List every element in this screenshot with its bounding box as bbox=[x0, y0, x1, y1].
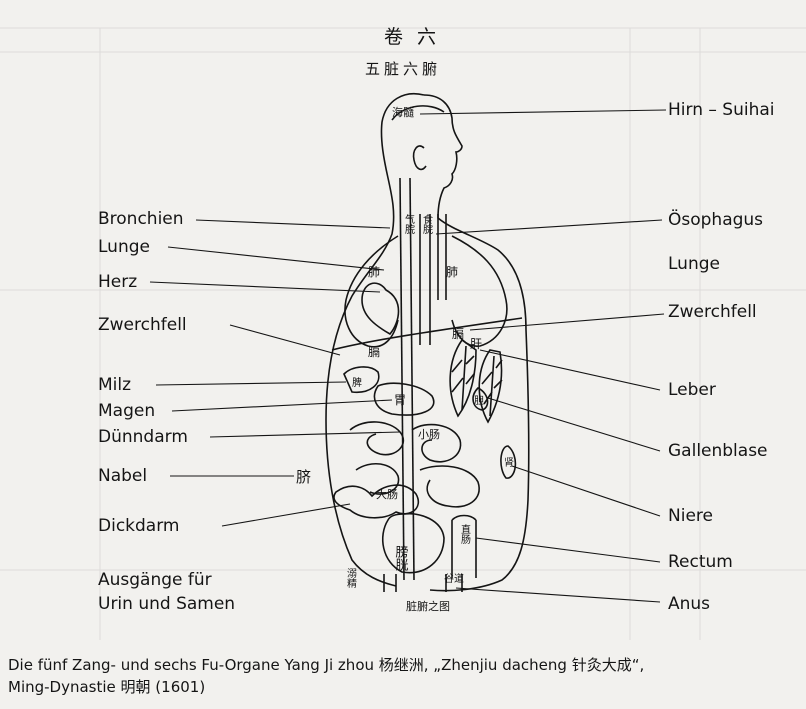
organ-char-kidney: 肾 bbox=[504, 457, 514, 469]
organ-char-esophagus: 食脘 bbox=[421, 213, 433, 235]
organ-char-lung-right: 肺 bbox=[446, 265, 458, 279]
label-hirn: Hirn – Suihai bbox=[668, 100, 774, 120]
organ-char-brain: 海髓 bbox=[392, 105, 414, 119]
caption-line-1: Die fünf Zang- und sechs Fu-Organe Yang … bbox=[8, 654, 798, 676]
caption-line-2: Ming-Dynastie 明朝 (1601) bbox=[8, 676, 798, 698]
label-zwerchfell-left: Zwerchfell bbox=[98, 315, 187, 335]
label-milz: Milz bbox=[98, 375, 131, 395]
organ-char-rectum: 直肠 bbox=[459, 523, 471, 545]
label-anus: Anus bbox=[668, 594, 710, 614]
label-lunge-right: Lunge bbox=[668, 254, 720, 274]
navel-char: 脐 bbox=[296, 468, 311, 486]
organ-char-urine-outlet: 溺精 bbox=[345, 568, 357, 589]
organ-char-lung-left: 肺 bbox=[368, 265, 380, 279]
organ-char-diaphragm-left: 膈 bbox=[368, 345, 380, 359]
organ-char-large-intestine: 大肠 bbox=[376, 487, 398, 501]
organ-char-bladder: 膀胱 bbox=[393, 544, 409, 572]
label-nabel: Nabel bbox=[98, 466, 147, 486]
organ-char-anus: 谷道 bbox=[444, 572, 464, 585]
organ-char-gallbladder: 胆 bbox=[474, 395, 484, 407]
label-ausgaenge-line1: Ausgänge für bbox=[98, 570, 212, 590]
figure-caption: Die fünf Zang- und sechs Fu-Organe Yang … bbox=[8, 654, 798, 698]
label-lunge-left: Lunge bbox=[98, 237, 150, 257]
label-zwerchfell-right: Zwerchfell bbox=[668, 302, 757, 322]
label-duenndarm: Dünndarm bbox=[98, 427, 188, 447]
organ-char-diaphragm-right: 膈 bbox=[452, 327, 464, 341]
label-ausgaenge-line2: Urin und Samen bbox=[98, 594, 235, 614]
label-bronchien: Bronchien bbox=[98, 209, 184, 229]
figure-caption-cn: 脏腑之图 bbox=[406, 599, 450, 613]
label-dickdarm: Dickdarm bbox=[98, 516, 179, 536]
organ-char-trachea: 气脘 bbox=[403, 213, 415, 235]
organ-char-small-intestine: 小肠 bbox=[418, 428, 440, 441]
label-niere: Niere bbox=[668, 506, 713, 526]
organ-char-liver: 肝 bbox=[470, 337, 482, 351]
label-rectum: Rectum bbox=[668, 552, 733, 572]
label-magen: Magen bbox=[98, 401, 155, 421]
organ-char-stomach: 胃 bbox=[394, 393, 406, 407]
label-gallenblase: Gallenblase bbox=[668, 441, 768, 461]
leader-lines bbox=[150, 110, 666, 602]
label-herz: Herz bbox=[98, 272, 137, 292]
label-leber: Leber bbox=[668, 380, 716, 400]
label-oesophagus: Ösophagus bbox=[668, 210, 763, 230]
organ-char-spleen: 脾 bbox=[352, 376, 362, 389]
